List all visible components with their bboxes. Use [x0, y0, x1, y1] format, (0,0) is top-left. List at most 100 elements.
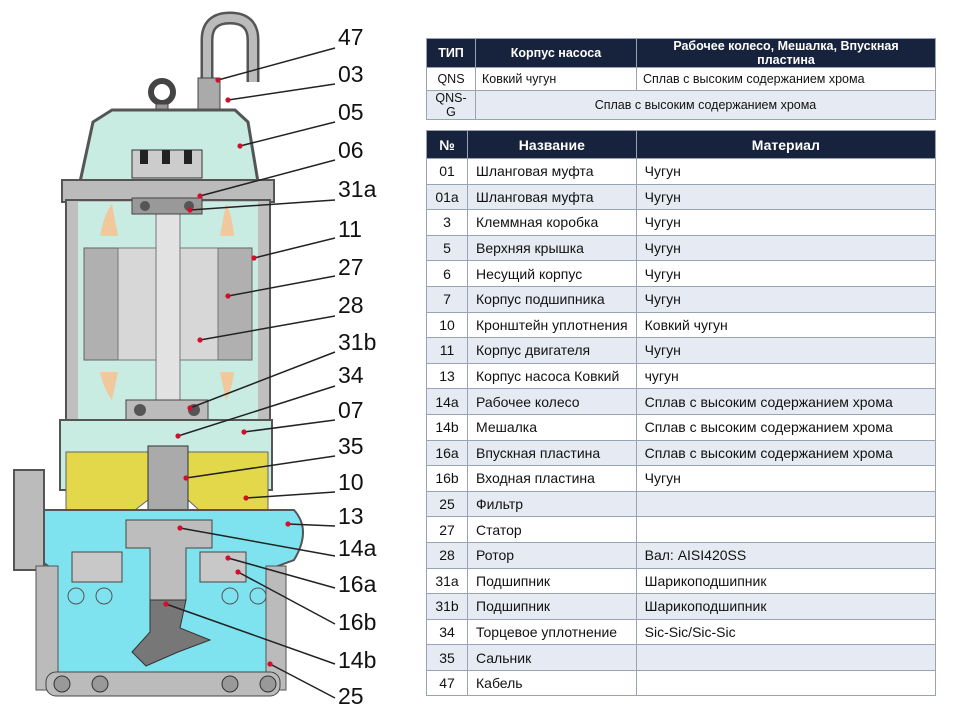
part-no-cell: 27 [426, 516, 468, 543]
part-material-cell: Ковкий чугун [635, 311, 937, 339]
callout-14b: 14b [338, 647, 376, 673]
part-material-cell [635, 644, 937, 671]
header-body: Корпус насоса [475, 38, 637, 68]
part-material-cell [635, 490, 937, 518]
type-cell: QNS-G [426, 90, 476, 120]
flange-left-lower [35, 565, 59, 691]
part-material-cell: Чугун [635, 158, 937, 185]
callout-10: 10 [338, 469, 364, 495]
suction-plate-16a [199, 551, 247, 583]
part-no-cell: 31b [426, 593, 468, 620]
header-name: Название [467, 130, 637, 159]
part-name-cell: Фильтр [467, 490, 637, 518]
part-name-cell: Входная пластина [467, 465, 637, 492]
part-material-cell: Чугун [635, 337, 937, 364]
callout-03: 03 [338, 61, 364, 87]
callout-11: 11 [338, 216, 362, 242]
callout-28: 28 [338, 292, 364, 318]
part-no-cell: 16a [426, 439, 468, 467]
discharge-flange [13, 469, 45, 571]
part-name-cell: Мешалка [467, 413, 637, 441]
agitator-14b [131, 599, 212, 667]
header-no: № [426, 130, 468, 159]
part-no-cell: 6 [426, 260, 468, 287]
callout-14a: 14a [338, 535, 377, 561]
part-material-cell: чугун [635, 362, 937, 390]
part-name-cell: Статор [467, 516, 637, 543]
part-no-cell: 7 [426, 285, 468, 313]
callout-07: 07 [338, 397, 364, 423]
part-name-cell: Кабель [467, 669, 637, 697]
part-name-cell: Подшипник [467, 593, 637, 620]
type-material-table: ТИП Корпус насоса Рабочее колесо, Мешалк… [426, 38, 936, 120]
part-name-cell: Шланговая муфта [467, 158, 637, 185]
part-name-cell: Сальник [467, 644, 637, 671]
part-no-cell: 11 [426, 337, 468, 364]
callout-27: 27 [338, 254, 364, 280]
part-material-cell: Sic-Sic/Sic-Sic [635, 618, 937, 646]
part-name-cell: Корпус насоса Ковкий [467, 362, 637, 390]
part-material-cell: Вал: AISI420SS [635, 541, 937, 569]
callout-31a: 31a [338, 176, 377, 202]
part-material-cell: Чугун [635, 285, 937, 313]
part-no-cell: 14b [426, 413, 468, 441]
part-name-cell: Кронштейн уплотнения [467, 311, 637, 339]
callout-16b: 16b [338, 609, 376, 635]
part-material-cell: Чугун [635, 234, 937, 262]
part-no-cell: 16b [426, 465, 468, 492]
stator-27 [83, 247, 253, 361]
part-no-cell: 47 [426, 669, 468, 697]
part-name-cell: Корпус двигателя [467, 337, 637, 364]
part-no-cell: 34 [426, 618, 468, 646]
part-material-cell [635, 516, 937, 543]
inlet-plate-16b [71, 551, 123, 583]
part-no-cell: 31a [426, 567, 468, 595]
part-no-cell: 3 [426, 209, 468, 236]
callout-34: 34 [338, 362, 364, 388]
strainer-25 [45, 587, 281, 697]
pump-cross-section-diagram: 47 03 05 06 31a 11 27 28 31b 34 07 35 10… [13, 11, 377, 709]
callout-31b: 31b [338, 329, 376, 355]
part-no-cell: 5 [426, 234, 468, 262]
part-no-cell: 14a [426, 388, 468, 415]
callout-13: 13 [338, 503, 364, 529]
winding-bottom [100, 372, 234, 400]
part-no-cell: 01a [426, 183, 468, 211]
header-impeller: Рабочее колесо, Мешалка, Впускная пласти… [636, 38, 936, 68]
part-name-cell: Шланговая муфта [467, 183, 637, 211]
part-name-cell: Верхняя крышка [467, 234, 637, 262]
callout-16a: 16a [338, 571, 377, 597]
part-name-cell: Рабочее колесо [467, 388, 637, 415]
part-name-cell: Подшипник [467, 567, 637, 595]
part-no-cell: 25 [426, 490, 468, 518]
part-no-cell: 35 [426, 644, 468, 671]
part-material-cell [635, 669, 937, 697]
type-table-header: ТИП Корпус насоса Рабочее колесо, Мешалк… [426, 38, 936, 68]
callout-05: 05 [338, 99, 364, 125]
header-material: Материал [635, 130, 937, 159]
cable-gland [197, 77, 221, 111]
part-no-cell: 13 [426, 362, 468, 390]
part-material-cell: Сплав с высоким содержанием хрома [635, 413, 937, 441]
part-name-cell: Торцевое уплотнение [467, 618, 637, 646]
merged-material-cell: Сплав с высоким содержанием хрома [475, 90, 936, 120]
part-no-cell: 10 [426, 311, 468, 339]
